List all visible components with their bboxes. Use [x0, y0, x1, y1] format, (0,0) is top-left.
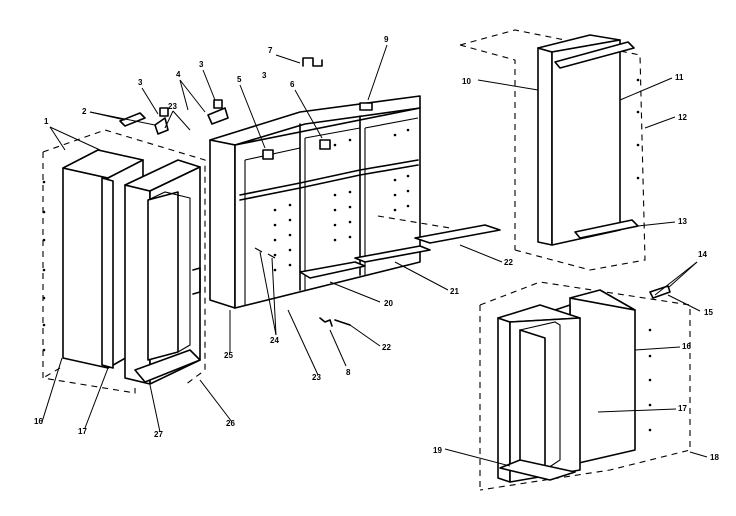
callout-1: 1 — [44, 117, 49, 126]
callout-10: 10 — [462, 77, 471, 86]
top-left-hardware — [119, 99, 229, 135]
shelf-pin-holes — [273, 128, 410, 272]
callout-13: 13 — [678, 217, 687, 226]
callout-17: 17 — [78, 427, 87, 436]
callout-3: 3 — [262, 71, 267, 80]
callout-21: 21 — [450, 287, 459, 296]
right-cabinet-dots — [648, 328, 652, 432]
callout-19: 19 — [433, 446, 442, 455]
callout-22: 22 — [504, 258, 513, 267]
shelf-21 — [354, 245, 431, 263]
shelf-22 — [414, 224, 501, 244]
callout-18: 18 — [710, 453, 719, 462]
shelf-20 — [299, 261, 366, 279]
bracket-7 — [302, 57, 323, 67]
callout-22: 22 — [382, 343, 391, 352]
callout-23: 23 — [312, 373, 321, 382]
callout-27: 27 — [154, 430, 163, 439]
callout-8: 8 — [346, 368, 351, 377]
bottom-right-cabinet — [479, 281, 691, 491]
inner-panel-17 — [101, 177, 114, 369]
right-panel-dots — [636, 78, 640, 180]
center-cabinet — [192, 57, 501, 327]
hinge-25 — [192, 267, 201, 295]
callout-24: 24 — [270, 336, 279, 345]
callout-23: 23 — [168, 102, 177, 111]
callout-12: 12 — [678, 113, 687, 122]
callout-6: 6 — [290, 80, 295, 89]
bracket-5 — [262, 149, 274, 160]
door-27 — [124, 184, 151, 385]
door-19 — [497, 317, 511, 483]
left-cabinet-assembly — [42, 129, 206, 394]
callout-5: 5 — [237, 75, 242, 84]
callout-25: 25 — [224, 351, 233, 360]
callout-3: 3 — [138, 78, 143, 87]
callout-26: 26 — [226, 419, 235, 428]
panel-11 — [537, 47, 553, 246]
callout-20: 20 — [384, 299, 393, 308]
callout-16: 16 — [682, 342, 691, 351]
callout-7: 7 — [268, 46, 273, 55]
callout-2: 2 — [82, 107, 87, 116]
callout-9: 9 — [384, 35, 389, 44]
callout-labels: 1 2 3 3 3 4 5 6 7 8 9 10 11 12 13 14 15 … — [34, 35, 719, 462]
clip-22 — [334, 319, 351, 326]
callout-16: 16 — [34, 417, 43, 426]
callout-3: 3 — [199, 60, 204, 69]
bracket-9 — [359, 102, 373, 111]
callout-15: 15 — [704, 308, 713, 317]
clip-8 — [319, 317, 333, 327]
left-side-hole-dots — [42, 180, 46, 352]
callout-4: 4 — [176, 70, 181, 79]
leader-lines — [41, 44, 708, 467]
callout-17: 17 — [678, 404, 687, 413]
top-right-panel-assembly — [459, 29, 646, 271]
callout-11: 11 — [675, 73, 684, 82]
callout-14: 14 — [698, 250, 707, 259]
bracket-6 — [319, 139, 331, 150]
